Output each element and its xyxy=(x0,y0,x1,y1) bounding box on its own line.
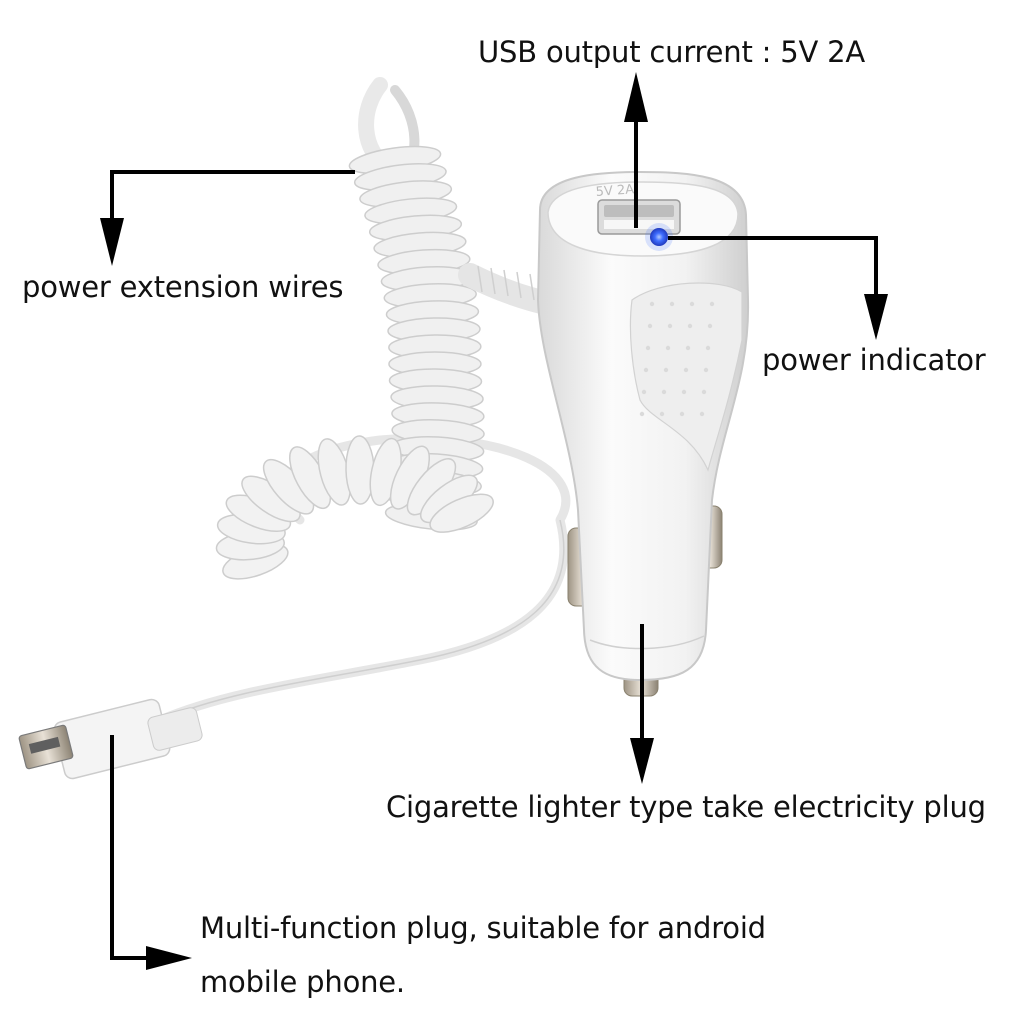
annotation-arrows xyxy=(100,72,888,970)
multi-plug-label-line1: Multi-function plug, suitable for androi… xyxy=(200,911,766,945)
multi-plug-label-line2: mobile phone. xyxy=(200,965,405,999)
power-indicator-label: power indicator xyxy=(762,343,986,377)
coiled-cable xyxy=(215,77,567,580)
multi-plug-arrow xyxy=(110,735,150,960)
extension-wires-label: power extension wires xyxy=(22,270,344,304)
power-indicator-arrow xyxy=(668,236,878,296)
car-charger-body: 5V 2A xyxy=(536,170,750,697)
usb-output-label: USB output current : 5V 2A xyxy=(478,35,866,69)
power-indicator-led xyxy=(650,228,668,246)
port-marking: 5V 2A xyxy=(595,182,635,200)
cigarette-plug-label: Cigarette lighter type take electricity … xyxy=(386,790,986,824)
extension-wires-arrow xyxy=(110,170,355,220)
